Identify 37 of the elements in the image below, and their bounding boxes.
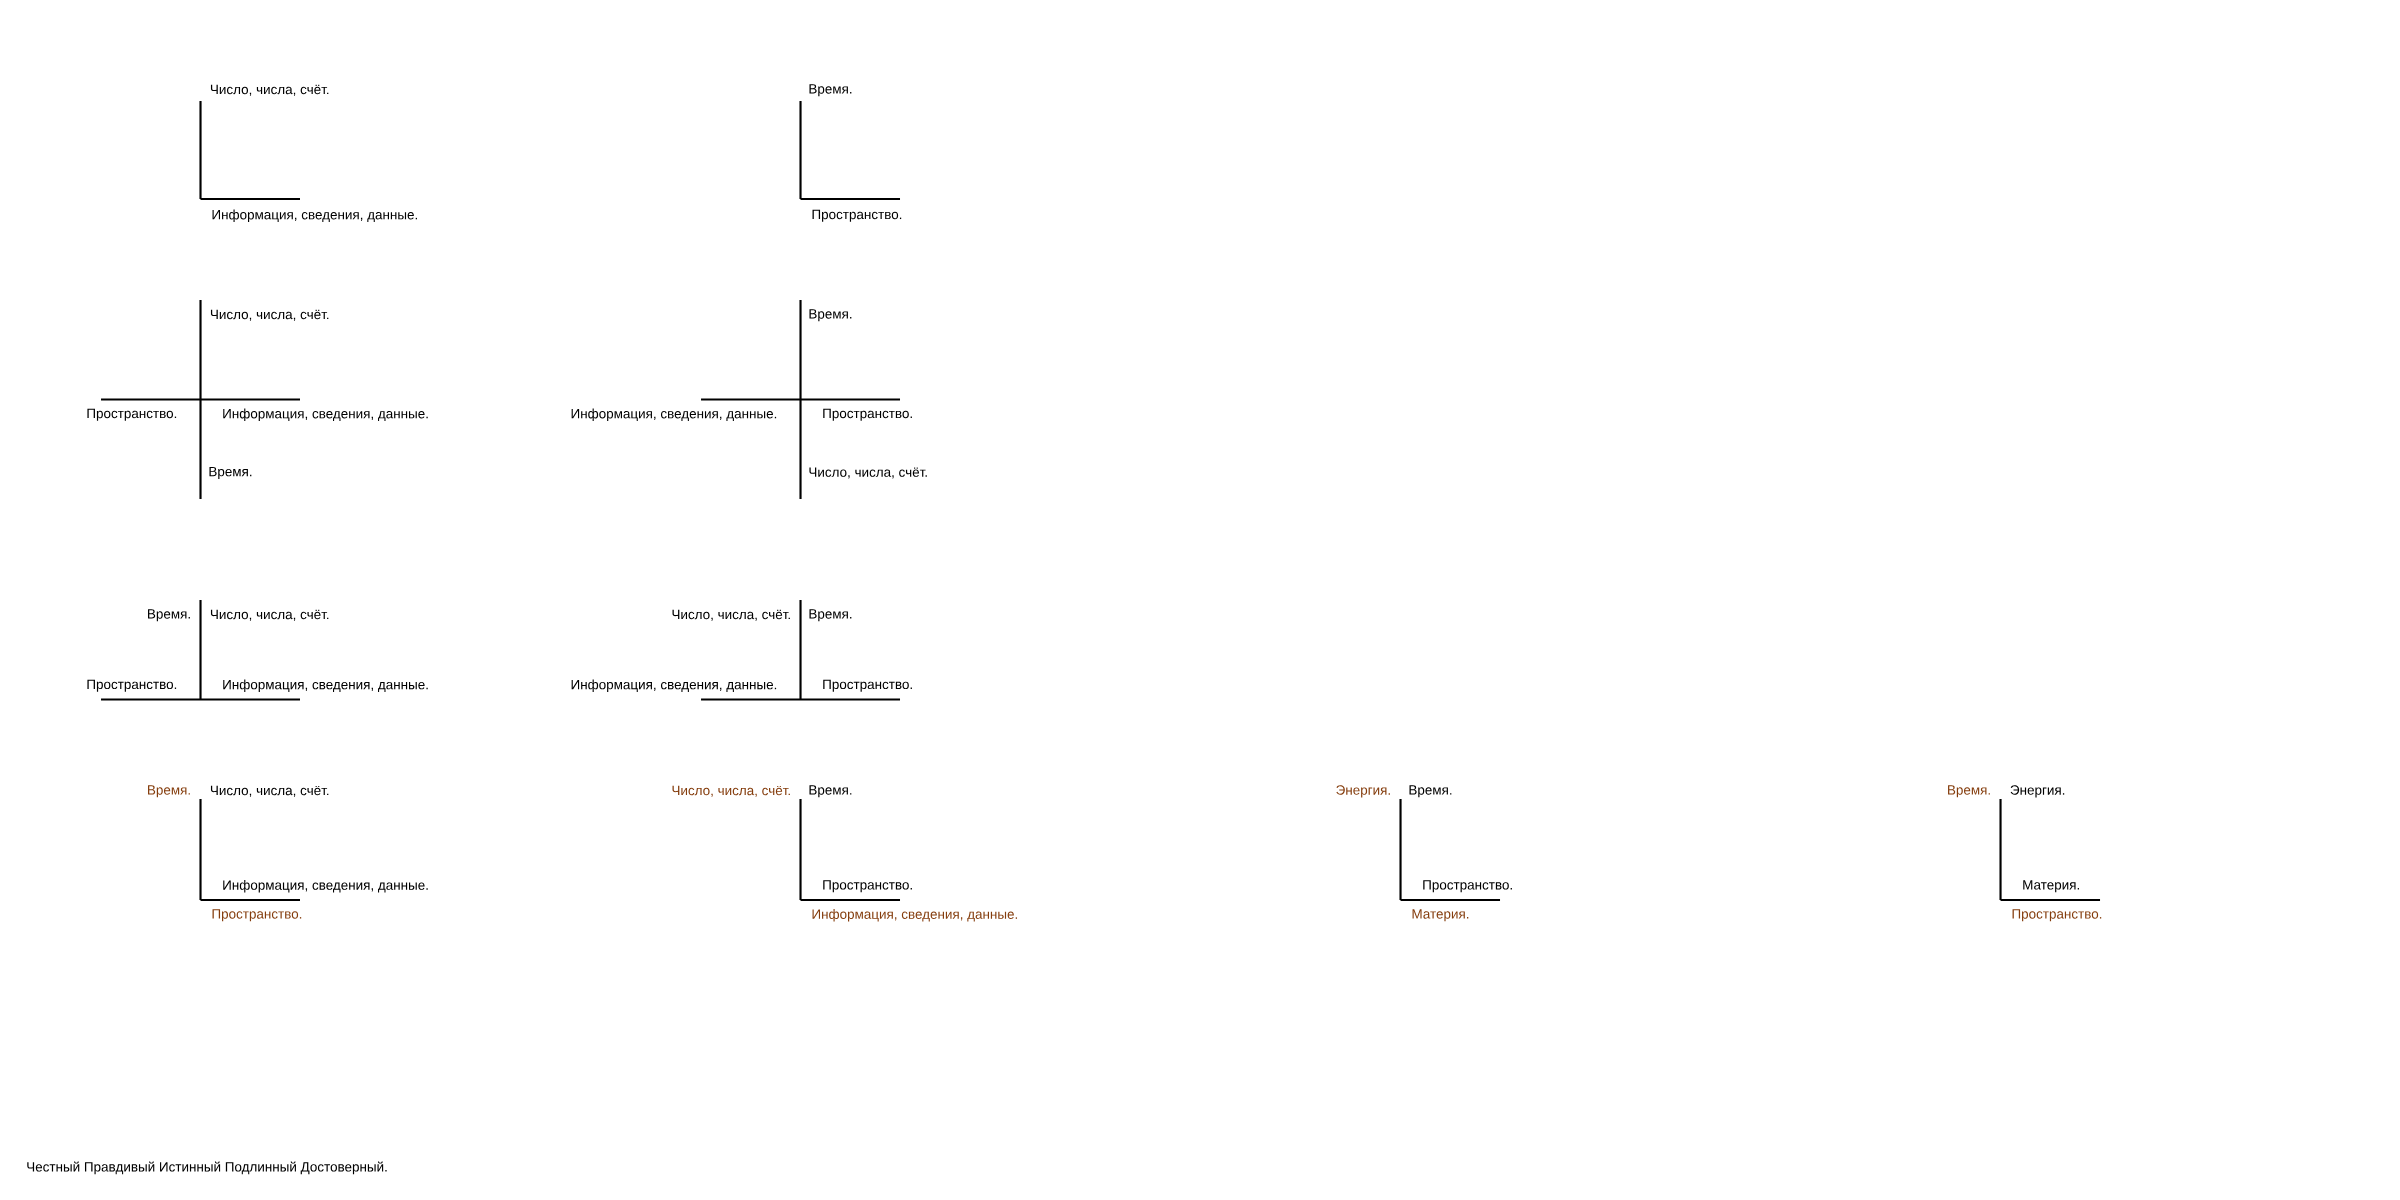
axis-label: Время. [148,785,190,798]
caption: Честный Правдивый Истинный Подлинный Достоверный. [27,1161,387,1175]
axis-label: Время. [209,466,252,479]
axis-label: Число, числа, счёт. [210,609,329,621]
axis-label: Число, числа, счёт. [210,84,329,96]
axis-label: Число, числа, счёт. [809,467,927,479]
axis-label: Пространство. [87,408,177,421]
axis-label: Информация, сведения, данные. [223,679,428,692]
axis-label: Время. [809,785,852,798]
axis-label: Энергия. [1336,785,1390,798]
axis-label: Время. [809,84,852,97]
axis-label: Энергия. [2010,785,2065,798]
axis-label: Информация, сведения, данные. [223,879,428,893]
axis-label: Пространство. [823,880,912,893]
axis-label: Информация, сведения, данные. [571,408,777,422]
axis-label: Пространство. [812,209,902,222]
axis-label: Время. [1948,785,1990,798]
axis-label: Пространство. [87,679,177,692]
axis-label: Число, числа, счёт. [672,609,790,621]
axis-label: Пространство. [212,909,302,922]
axis-label: Информация, сведения, данные. [812,909,1017,922]
axis-label: Материя. [2023,880,2079,893]
axis-label: Число, числа, счёт. [672,785,790,797]
axis-label: Информация, сведения, данные. [223,408,428,422]
axis-label: Пространство. [823,408,912,421]
axis-label: Информация, сведения, данные. [212,209,417,223]
axis-label: Время. [809,309,852,322]
axis-label: Время. [148,609,190,622]
axis-label: Время. [809,609,852,622]
axis-label: Число, числа, счёт. [210,309,329,321]
axis-label: Информация, сведения, данные. [571,679,777,692]
axis-label: Пространство. [823,679,912,692]
axis-label: Материя. [1412,909,1469,922]
axis-label: Пространство. [1423,880,1512,893]
axis-label: Время. [1409,785,1452,798]
axis-label: Число, числа, счёт. [210,785,329,797]
axis-label: Пространство. [2012,909,2102,922]
